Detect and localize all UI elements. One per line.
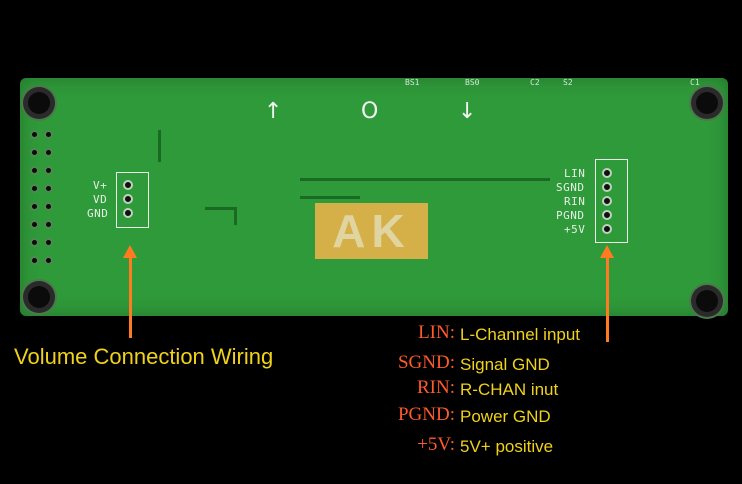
- connector-pin: [123, 194, 133, 204]
- connector-label-rin: RIN: [564, 195, 586, 208]
- connector-pin: [602, 196, 612, 206]
- legend-value-sgnd: Signal GND: [460, 355, 550, 374]
- pcb-trace: [300, 196, 360, 199]
- circle-icon: O: [361, 99, 379, 124]
- pcb-trace: [205, 207, 235, 210]
- legend-value-lin: L-Channel input: [460, 325, 581, 344]
- logo-letters: AK: [332, 205, 411, 257]
- pcb-trace: [234, 207, 237, 225]
- connector-pin: [123, 208, 133, 218]
- connector-pin: [602, 182, 612, 192]
- silk-label-bs1: BS1: [405, 78, 420, 87]
- connector-pin: [602, 168, 612, 178]
- silk-label-s2: S2: [563, 78, 573, 87]
- legend-key-lin: LIN:: [418, 322, 455, 343]
- legend-value-5v: 5V+ positive: [460, 437, 554, 456]
- mounting-hole-top-right: [696, 92, 718, 114]
- right-arrow-shaft: [606, 256, 609, 342]
- ak-logo: AK: [315, 203, 428, 259]
- connector-label-5v: +5V: [564, 223, 586, 236]
- legend-key-pgnd: PGND:: [397, 404, 455, 425]
- legend-value-pgnd: Power GND: [460, 407, 551, 426]
- legend-key-5v: +5V:: [417, 434, 455, 455]
- connector-pin: [123, 180, 133, 190]
- connector-label-sgnd: SGND: [556, 181, 585, 194]
- connector-pin: [602, 210, 612, 220]
- pcb-trace: [300, 178, 550, 181]
- connector-label-vplus: V+: [93, 179, 108, 192]
- down-arrow-icon: ↓: [458, 99, 477, 124]
- silk-label-bs0: BS0: [465, 78, 480, 87]
- connector-label-lin: LIN: [564, 167, 586, 180]
- legend-key-rin: RIN:: [417, 377, 455, 398]
- connector-label-gnd: GND: [87, 207, 109, 220]
- left-connector-outline: [116, 172, 149, 228]
- left-caption: Volume Connection Wiring: [14, 344, 274, 369]
- connector-label-vd: VD: [93, 193, 108, 206]
- silk-label-c2: C2: [530, 78, 540, 87]
- mounting-hole-top-left: [28, 92, 50, 114]
- silk-label-c1: C1: [690, 78, 700, 87]
- connector-pin: [602, 224, 612, 234]
- up-arrow-icon: ↑: [264, 99, 283, 124]
- mounting-hole-bottom-left: [28, 286, 50, 308]
- pcb-trace: [158, 130, 161, 162]
- right-connector-outline: [595, 159, 628, 243]
- legend-value-rin: R-CHAN inut: [460, 380, 559, 399]
- left-arrow-shaft: [129, 256, 132, 338]
- right-arrow-head-icon: [600, 245, 614, 258]
- legend-key-sgnd: SGND:: [397, 352, 455, 373]
- left-arrow-head-icon: [123, 245, 137, 258]
- mounting-hole-bottom-right: [696, 290, 718, 312]
- connector-label-pgnd: PGND: [556, 209, 585, 222]
